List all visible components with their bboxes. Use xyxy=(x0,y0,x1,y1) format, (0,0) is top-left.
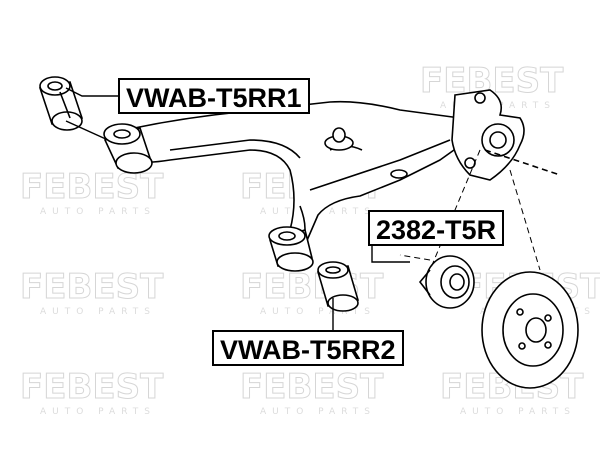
steering-knuckle xyxy=(451,89,561,181)
bushing-front-installed xyxy=(103,123,153,174)
watermark: FEBEST AUTO PARTS xyxy=(240,267,385,318)
part-label-2382-t5r: 2382-T5R xyxy=(368,210,505,246)
svg-text:AUTO PARTS: AUTO PARTS xyxy=(40,407,156,417)
svg-text:FEBEST: FEBEST xyxy=(20,367,164,407)
svg-text:AUTO PARTS: AUTO PARTS xyxy=(460,407,576,417)
svg-text:FEBEST: FEBEST xyxy=(240,267,384,307)
bushing-rear-part xyxy=(316,261,360,312)
svg-text:FEBEST: FEBEST xyxy=(20,267,164,307)
wheel-hub-part xyxy=(418,255,475,309)
svg-text:AUTO PARTS: AUTO PARTS xyxy=(260,407,376,417)
svg-text:AUTO PARTS: AUTO PARTS xyxy=(40,207,156,217)
bushing-rear-installed xyxy=(268,226,314,272)
watermark: FEBEST AUTO PARTS xyxy=(20,167,165,218)
bushing-front-part xyxy=(38,76,84,131)
svg-text:AUTO PARTS: AUTO PARTS xyxy=(40,307,156,317)
watermark: FEBEST AUTO PARTS xyxy=(20,267,165,318)
svg-text:FEBEST: FEBEST xyxy=(240,367,384,407)
svg-text:FEBEST: FEBEST xyxy=(20,167,164,207)
part-label-vwab-t5rr1: VWAB-T5RR1 xyxy=(118,78,310,114)
watermark: FEBEST AUTO PARTS xyxy=(240,367,385,418)
part-label-vwab-t5rr2: VWAB-T5RR2 xyxy=(212,330,404,366)
watermark: FEBEST AUTO PARTS xyxy=(20,367,165,418)
brake-disc xyxy=(481,271,579,389)
svg-text:AUTO PARTS: AUTO PARTS xyxy=(260,307,376,317)
